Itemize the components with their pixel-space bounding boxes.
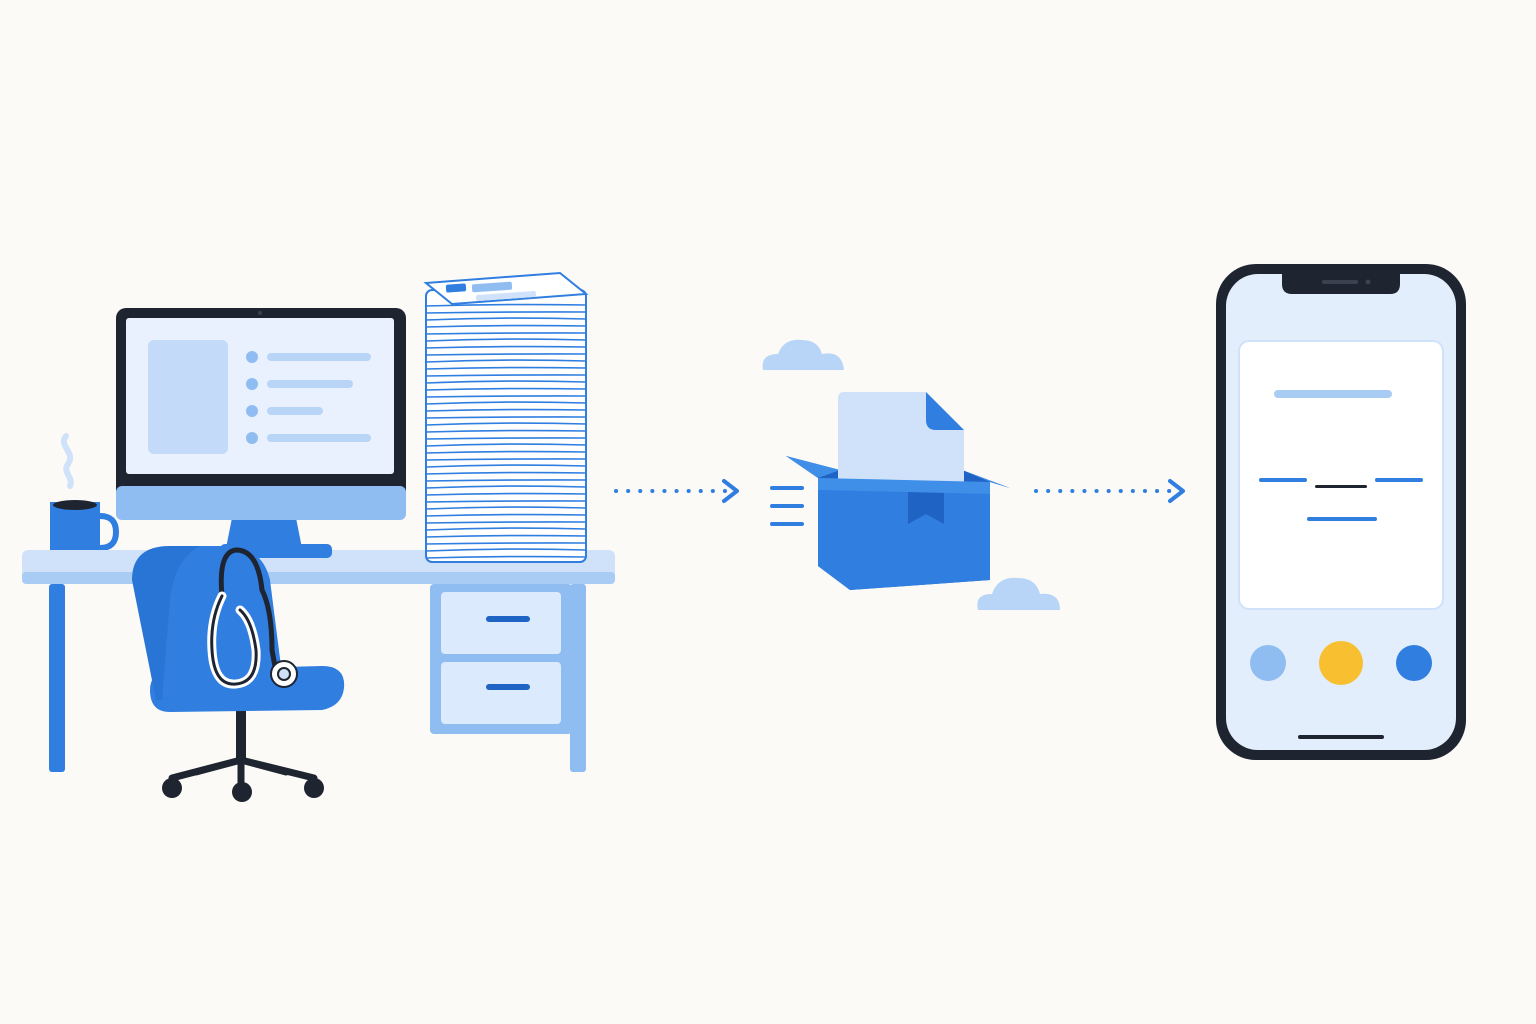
paper-sheet-edge bbox=[425, 408, 587, 412]
home-indicator bbox=[1298, 735, 1384, 739]
dotted-arrow-icon bbox=[614, 479, 739, 503]
paper-sheet-edge bbox=[425, 387, 587, 391]
cloud-icon bbox=[977, 577, 1060, 610]
stethoscope-icon bbox=[207, 547, 298, 689]
paper-sheet-edge bbox=[425, 380, 587, 384]
paper-sheet-edge bbox=[425, 345, 587, 349]
paper-sheet-edge bbox=[425, 513, 587, 517]
paper-sheet-edge bbox=[425, 374, 587, 377]
paper-sheet-edge bbox=[425, 542, 587, 545]
motion-lines-icon bbox=[770, 486, 804, 526]
workstation bbox=[22, 271, 615, 802]
paper-sheet-edge bbox=[425, 443, 587, 447]
steam-icon bbox=[61, 433, 74, 489]
smartphone-icon bbox=[1216, 264, 1466, 760]
phone-dots bbox=[1250, 641, 1432, 685]
paper-sheet-edge bbox=[425, 395, 587, 398]
paper-sheet-edge bbox=[425, 303, 587, 307]
cloud-icon bbox=[762, 339, 844, 370]
paper-sheet-edge bbox=[425, 471, 587, 475]
phone-dot-light[interactable] bbox=[1250, 645, 1286, 681]
paper-sheet-edge bbox=[425, 311, 587, 314]
paper-stack-icon bbox=[423, 271, 589, 563]
paper-sheet-edge bbox=[425, 521, 587, 524]
paper-sheet-edge bbox=[425, 429, 587, 433]
paper-sheet-edge bbox=[425, 479, 587, 482]
paper-sheet-edge bbox=[425, 401, 587, 405]
monitor-panel bbox=[148, 340, 228, 454]
office-chair-icon bbox=[132, 546, 345, 802]
paper-sheet-edge bbox=[425, 353, 587, 356]
coffee-mug-icon bbox=[50, 500, 120, 564]
phone-dot-blue[interactable] bbox=[1396, 645, 1432, 681]
paper-sheet-edge bbox=[425, 317, 587, 321]
paper-sheet-edge bbox=[425, 437, 587, 440]
desk-leg-right bbox=[570, 584, 586, 772]
paper-sheet-edge bbox=[425, 458, 587, 461]
monitor-icon bbox=[116, 308, 406, 558]
dotted-arrow-icon bbox=[1034, 479, 1185, 503]
paper-sheet-edge bbox=[425, 359, 587, 363]
paper-sheet-edge bbox=[425, 500, 587, 503]
desk-leg-left bbox=[49, 584, 65, 772]
paper-sheet-edge bbox=[425, 422, 587, 426]
paper-sheet-edge bbox=[425, 464, 587, 468]
paper-sheet-edge bbox=[425, 534, 587, 538]
paper-sheet-edge bbox=[425, 555, 587, 559]
paper-sheet-edge bbox=[425, 527, 587, 531]
monitor-list bbox=[246, 351, 371, 444]
paper-sheet-edge bbox=[425, 450, 587, 454]
transfer bbox=[614, 339, 1185, 610]
desk-drawer-icon bbox=[430, 584, 572, 734]
paper-sheet-edge bbox=[425, 324, 587, 328]
phone-card bbox=[1238, 340, 1444, 610]
paper-sheet-edge bbox=[425, 548, 587, 552]
paper-sheet-edge bbox=[425, 416, 587, 419]
paper-sheet-edge bbox=[425, 332, 587, 335]
paper-sheet-edge bbox=[425, 366, 587, 370]
paper-sheet-edge bbox=[425, 492, 587, 496]
paper-sheet-edge bbox=[425, 485, 587, 489]
paper-sheet-edge bbox=[425, 506, 587, 510]
phone-dot-yellow[interactable] bbox=[1319, 641, 1363, 685]
paper-sheet-edge bbox=[425, 338, 587, 342]
document-icon bbox=[838, 392, 964, 484]
